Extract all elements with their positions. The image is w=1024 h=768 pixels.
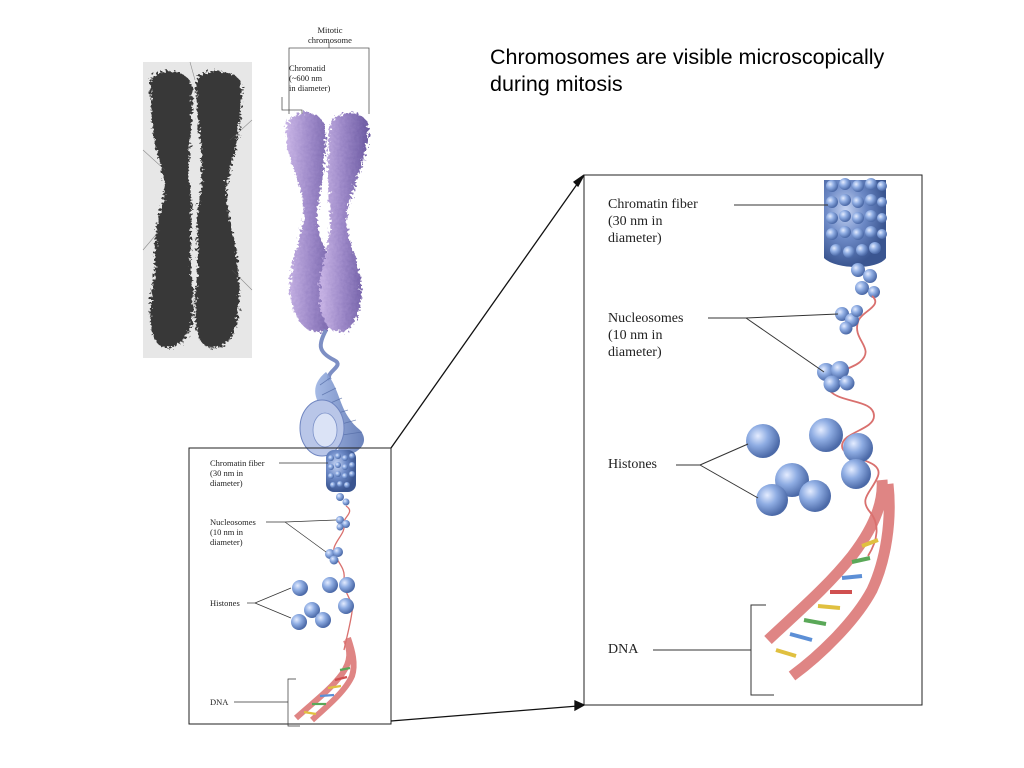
small-nucleosomes-label: Nucleosomes (10 nm in diameter) <box>210 517 256 547</box>
mitotic-chromosome-line-1: Mitotic <box>317 25 343 35</box>
large-fiber-line-1: Chromatin fiber <box>608 197 698 212</box>
small-fiber-line-2: (30 nm in <box>210 468 244 478</box>
large-nuc-line-3: diameter) <box>608 345 662 360</box>
small-fiber-line-1: Chromatin fiber <box>210 458 265 468</box>
small-nucleosome-drawing <box>291 505 355 651</box>
large-nuc-line-1: Nucleosomes <box>608 311 684 326</box>
large-nuc-line-2: (10 nm in <box>608 328 663 343</box>
small-dna-text: DNA <box>210 697 229 707</box>
zoom-connector-lines <box>390 174 586 722</box>
chromatid-label: Chromatid (~600 nm in diameter) <box>289 63 330 93</box>
supercoil-drawing <box>299 372 365 457</box>
chromatid-line-2: (~600 nm <box>289 73 323 83</box>
large-panel-box <box>583 174 923 706</box>
chromatid-drawing <box>285 112 369 382</box>
small-panel-leaders <box>234 462 337 727</box>
large-fiber-line-3: diameter) <box>608 231 662 246</box>
large-dna-text: DNA <box>608 642 639 657</box>
chromatid-line-3: in diameter) <box>289 83 331 93</box>
headline-line-2: during mitosis <box>490 72 623 96</box>
small-nuc-line-2: (10 nm in <box>210 527 244 537</box>
micrograph-image <box>142 61 253 358</box>
large-panel-leaders <box>653 204 839 696</box>
headline-line-1: Chromosomes are visible microscopically <box>490 45 885 69</box>
small-nuc-line-3: diameter) <box>210 537 243 547</box>
large-fiber-line-2: (30 nm in <box>608 214 663 229</box>
small-dna-helix <box>293 637 357 723</box>
large-histones-label: Histones <box>608 456 657 473</box>
small-fiber-line-3: diameter) <box>210 478 243 488</box>
chromatid-line-1: Chromatid <box>289 63 326 73</box>
small-histones-label: Histones <box>210 598 240 608</box>
small-chromatin-fiber-label: Chromatin fiber (30 nm in diameter) <box>210 458 265 488</box>
mitotic-chromosome-label: Mitotic chromosome <box>300 25 360 45</box>
small-nuc-line-1: Nucleosomes <box>210 517 256 527</box>
large-nucleosomes-label: Nucleosomes (10 nm in diameter) <box>608 310 683 361</box>
headline: Chromosomes are visible microscopically … <box>490 44 990 98</box>
large-chromatin-fiber-drawing <box>824 178 887 298</box>
large-dna-label: DNA <box>608 641 638 658</box>
small-panel-box <box>188 447 392 725</box>
small-chromatin-fiber-drawing <box>326 450 356 506</box>
large-nucleosome-drawing <box>746 295 880 557</box>
small-dna-label: DNA <box>210 697 228 707</box>
large-chromatin-fiber-label: Chromatin fiber (30 nm in diameter) <box>608 196 698 247</box>
mitotic-chromosome-line-2: chromosome <box>308 35 352 45</box>
large-dna-helix <box>764 479 895 681</box>
mitotic-chromosome-bracket <box>281 42 370 114</box>
large-histones-text: Histones <box>608 457 657 472</box>
small-histones-text: Histones <box>210 598 240 608</box>
